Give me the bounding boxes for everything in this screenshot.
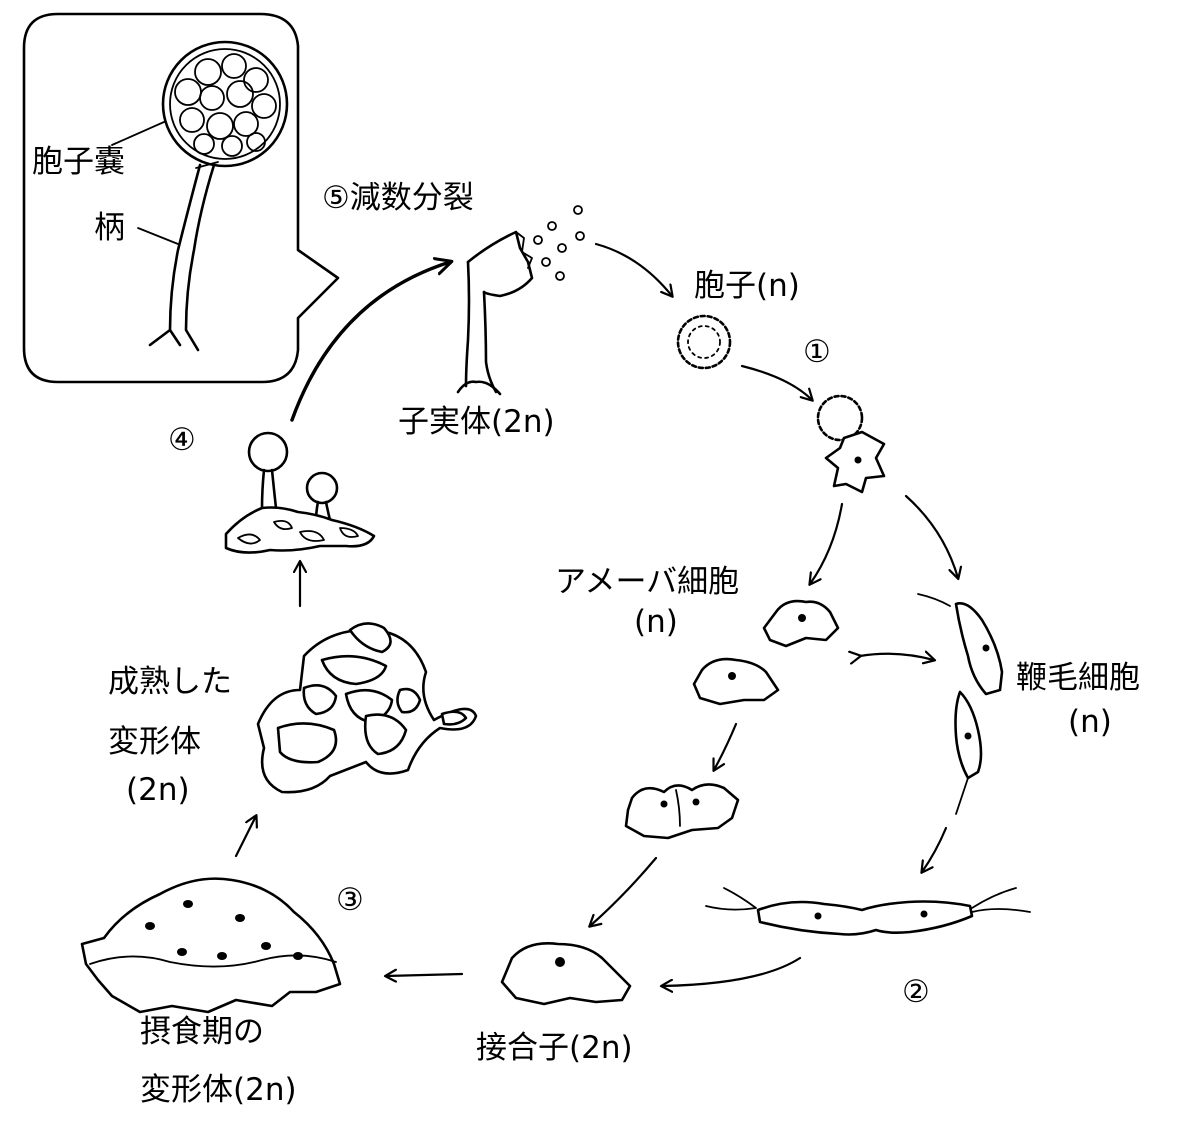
arrow-to-amoeba-fusion — [714, 724, 736, 770]
arrow-flagellate-fusion-to-zygote — [662, 958, 800, 986]
sporangium-inset: 胞子嚢 柄 — [24, 14, 338, 382]
stalk-label: 柄 — [94, 210, 125, 246]
amoeba-label-line-2: (n) — [634, 604, 678, 640]
arrow-to-germination — [742, 366, 812, 400]
step-2-label: ② — [902, 974, 930, 1010]
flagellate-cell-drawing-2 — [956, 692, 982, 814]
flagellate-label-line-2: (n) — [1068, 704, 1112, 740]
spore-label: 胞子(n) — [694, 268, 800, 304]
arrow-to-spore — [596, 244, 672, 296]
released-spores — [534, 206, 584, 280]
sporangium-wall — [170, 49, 280, 159]
feeding-label-line-2: 変形体(2n) — [140, 1072, 297, 1108]
sporangium-label: 胞子嚢 — [32, 144, 125, 180]
amoeba-cell-drawing-2 — [694, 659, 778, 704]
step-4-label: ④ — [168, 422, 196, 458]
amoeba-label-line-1: アメーバ細胞 — [555, 564, 739, 600]
spore-drawing — [678, 316, 730, 368]
flagellate-cell-drawing — [918, 594, 1002, 694]
fruiting-body-drawing — [458, 206, 584, 394]
amoeba-cell-drawing — [764, 601, 838, 646]
mature-label-line-2: 変形体 — [108, 724, 201, 760]
germinating-spore-drawing — [818, 396, 884, 492]
arrow-to-flagellate-fusion — [922, 828, 946, 872]
arrow-to-flagellate — [906, 496, 958, 578]
zygote-drawing — [502, 943, 630, 1004]
arrow-to-amoeba — [810, 504, 842, 584]
stalk-drawing — [150, 165, 214, 350]
mature-label-line-3: (2n) — [126, 772, 190, 808]
spores-inside-sporangium — [175, 54, 276, 156]
mature-label-line-1: 成熟した — [108, 664, 232, 700]
fusing-flagellates-drawing — [706, 888, 1030, 935]
feeding-plasmodium-drawing — [82, 879, 340, 1012]
mature-plasmodium-drawing — [258, 623, 476, 792]
feeding-label-line-1: 摂食期の — [140, 1014, 264, 1050]
flagellate-label-line-1: 鞭毛細胞 — [1016, 660, 1140, 696]
zygote-label: 接合子(2n) — [476, 1030, 633, 1066]
meiosis-label: ⑤減数分裂 — [322, 180, 474, 216]
arrow-to-fruiting-body — [292, 262, 450, 420]
sporulating-plasmodium-drawing — [226, 433, 374, 553]
fruiting-body-label: 子実体(2n) — [398, 404, 555, 440]
sporangium-leader-line — [112, 122, 164, 145]
arrow-amoeba-flagellate-interconversion — [860, 654, 934, 660]
step-1-label: ① — [803, 334, 831, 370]
inset-callout-frame — [24, 14, 338, 382]
stalk-leader-line — [138, 228, 178, 244]
arrow-amoeba-fusion-to-zygote — [590, 858, 656, 926]
arrow-feeding-to-mature-plasmodium — [236, 816, 256, 856]
step-3-label: ③ — [336, 882, 364, 918]
arrow-zygote-to-feeding-plasmodium — [386, 974, 462, 976]
fusing-amoebae-drawing — [626, 784, 738, 838]
